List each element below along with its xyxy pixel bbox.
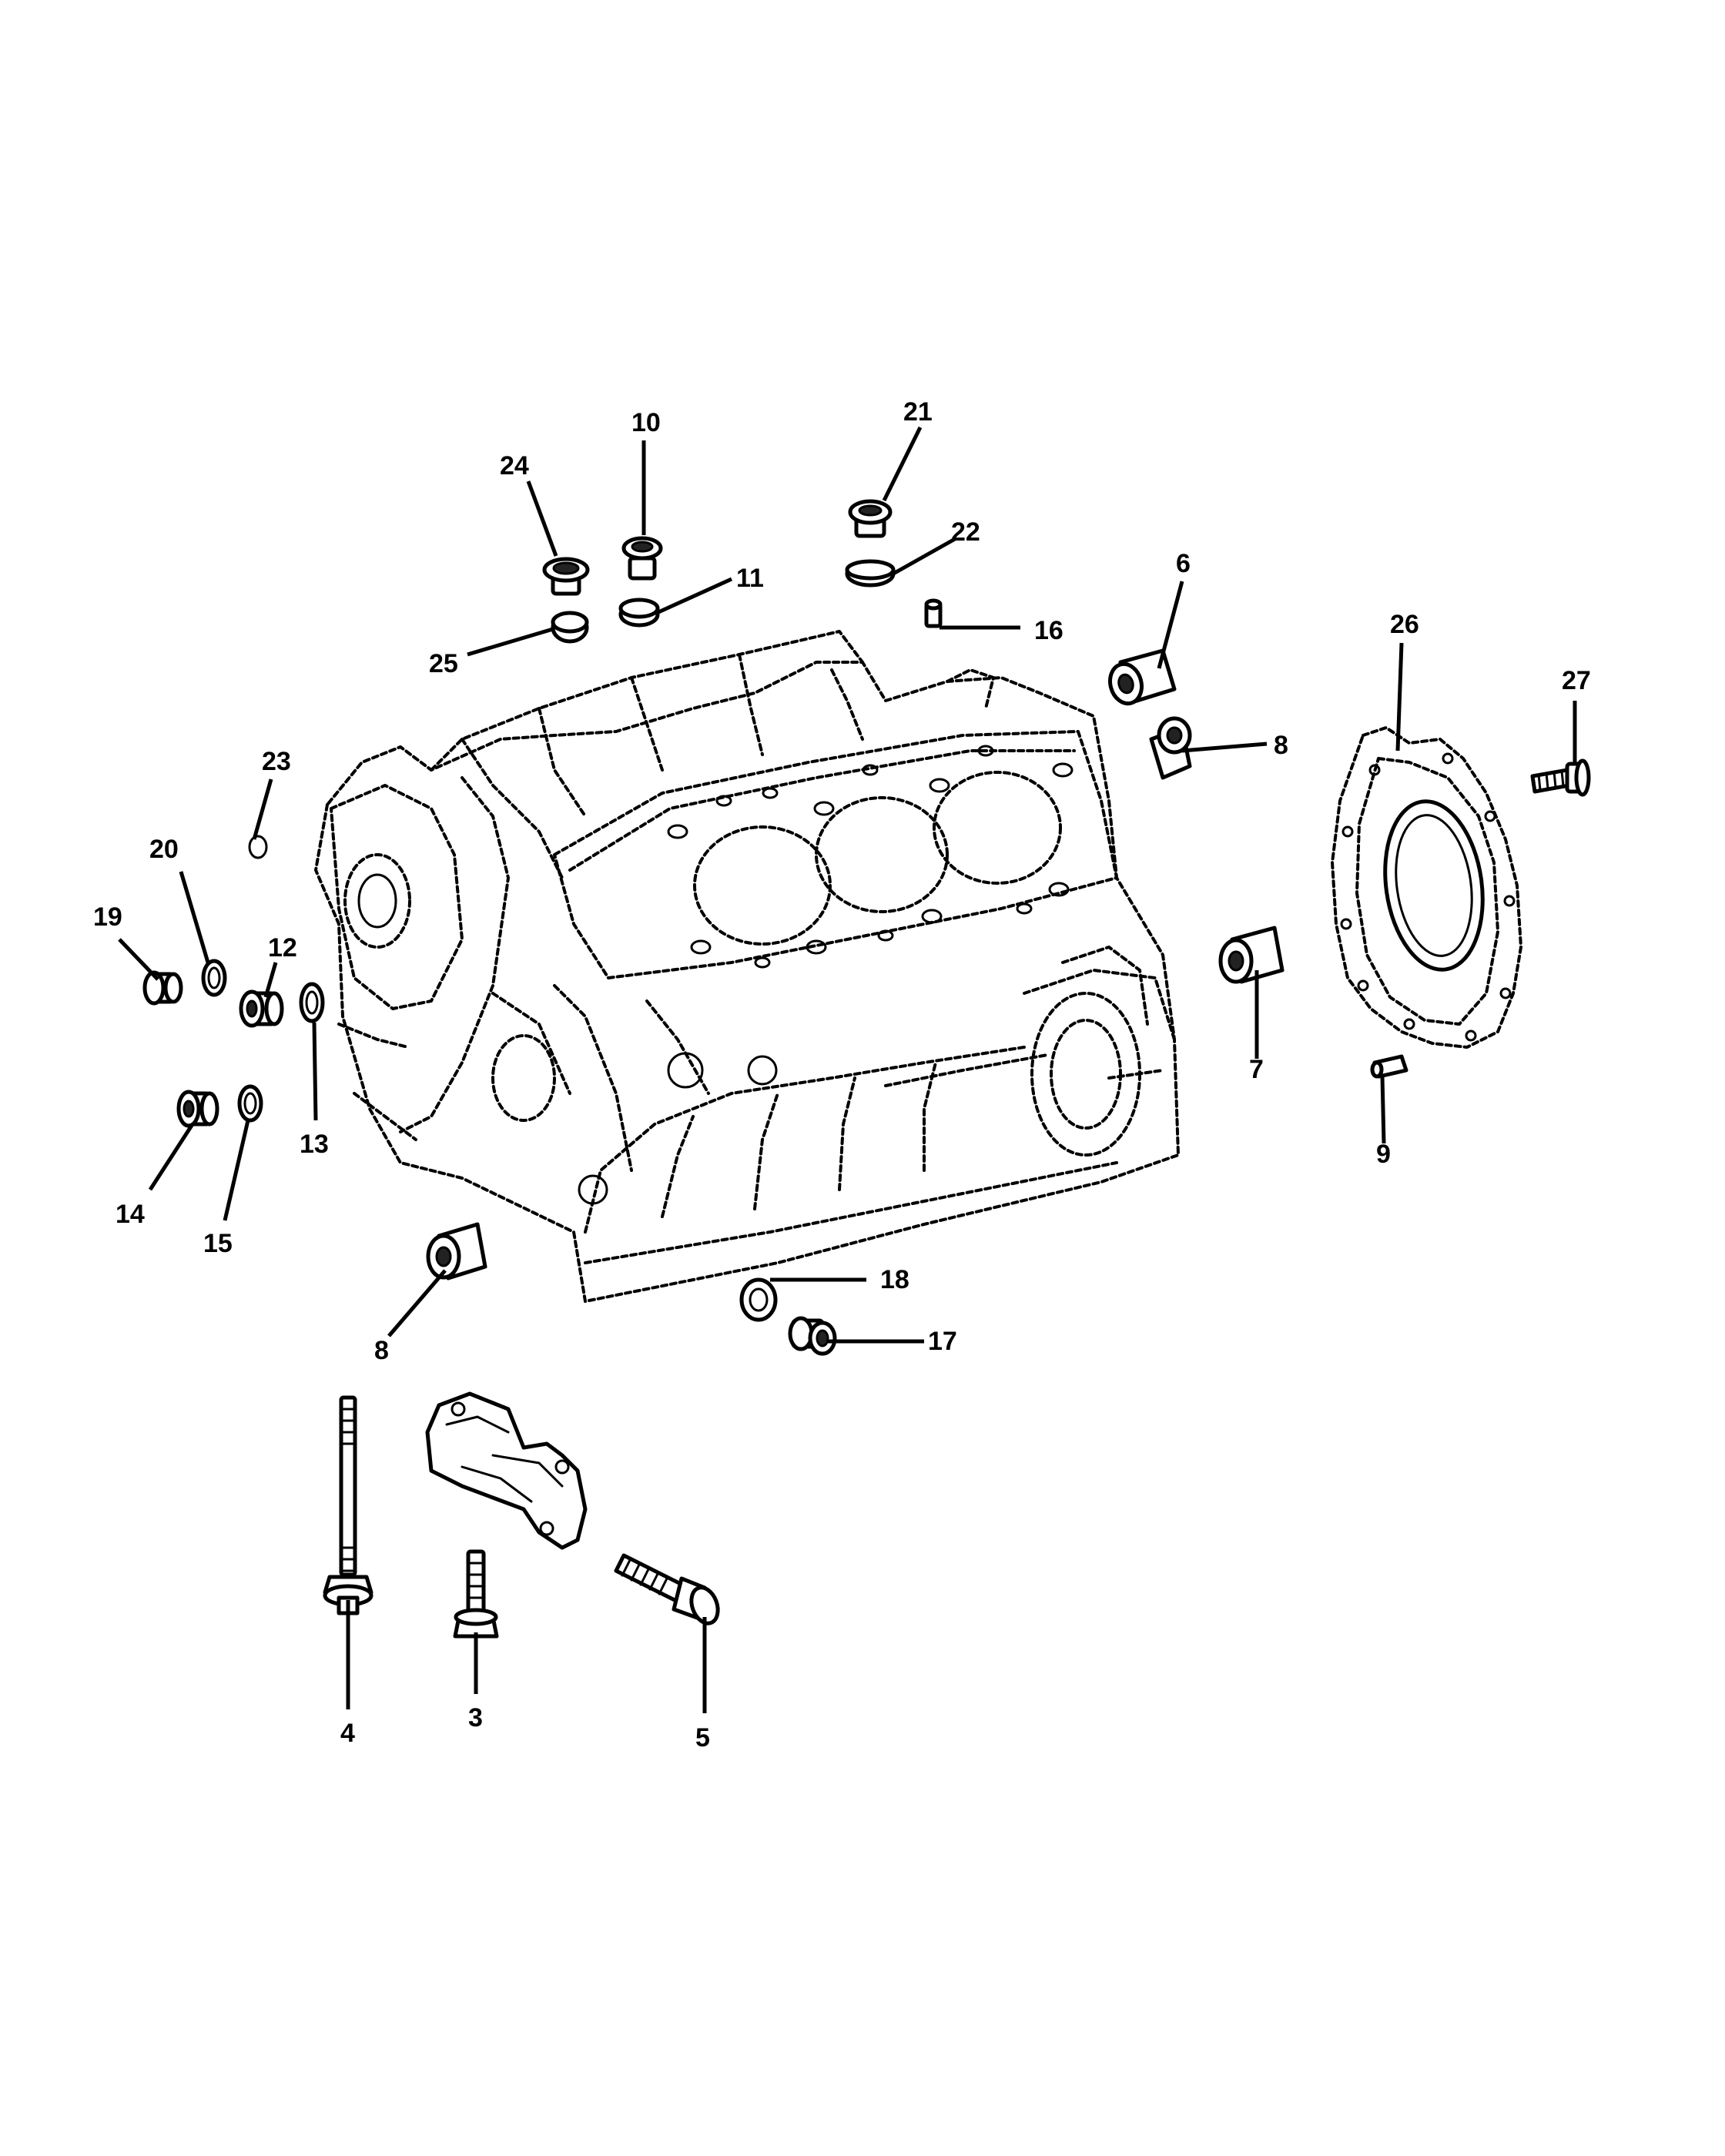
callout-14: 14 bbox=[116, 1200, 145, 1229]
callout-11: 11 bbox=[736, 564, 764, 593]
callout-8-upper: 8 bbox=[1274, 731, 1288, 760]
part-17-plug bbox=[788, 1316, 837, 1356]
callout-9: 9 bbox=[1376, 1140, 1391, 1169]
callout-18: 18 bbox=[880, 1265, 909, 1294]
callout-16: 16 bbox=[1034, 616, 1063, 645]
part-27-bolt bbox=[1530, 758, 1591, 797]
callout-23: 23 bbox=[262, 747, 291, 776]
callout-20: 20 bbox=[149, 835, 179, 864]
part-9-pin bbox=[1370, 1054, 1408, 1079]
part-11-washer bbox=[618, 598, 660, 628]
part-21-plug bbox=[848, 499, 893, 538]
part-8-sleeve-lower bbox=[426, 1222, 487, 1281]
part-24-plug bbox=[542, 557, 590, 596]
part-23-ring bbox=[248, 835, 268, 859]
callout-25: 25 bbox=[429, 649, 458, 678]
callout-19: 19 bbox=[93, 902, 122, 932]
part-22-washer bbox=[845, 559, 896, 588]
leader-lines bbox=[118, 426, 1577, 1713]
callout-labels: 24 10 21 22 11 25 16 6 8 26 27 7 9 23 20… bbox=[93, 397, 1591, 1753]
callout-21: 21 bbox=[903, 397, 933, 427]
part-13-washer bbox=[299, 982, 325, 1023]
part-12-plug bbox=[239, 989, 284, 1028]
part-10-plug bbox=[621, 536, 663, 581]
callout-3: 3 bbox=[468, 1703, 483, 1732]
gasket-holes bbox=[667, 745, 1074, 969]
part-16-pin bbox=[924, 598, 943, 628]
callout-8-lower: 8 bbox=[374, 1336, 389, 1365]
part-25-washer bbox=[551, 611, 589, 644]
callout-15: 15 bbox=[203, 1229, 233, 1258]
callout-26: 26 bbox=[1390, 610, 1419, 639]
bearing-bridge-bracket bbox=[425, 1391, 588, 1550]
part-7-sleeve bbox=[1218, 926, 1285, 984]
part-26-rear-seal-cover bbox=[1331, 726, 1522, 1049]
callout-4: 4 bbox=[340, 1719, 355, 1748]
callout-24: 24 bbox=[500, 451, 529, 480]
callout-5: 5 bbox=[695, 1723, 710, 1753]
part-6-sleeve bbox=[1108, 648, 1177, 706]
callout-6: 6 bbox=[1176, 549, 1191, 578]
part-14-plug bbox=[176, 1090, 219, 1128]
callout-13: 13 bbox=[300, 1130, 329, 1159]
part-20-washer bbox=[201, 959, 227, 997]
engine-block bbox=[314, 630, 1180, 1303]
callout-22: 22 bbox=[951, 517, 980, 547]
part-3-bolt bbox=[453, 1549, 499, 1639]
part-4-long-stud bbox=[323, 1395, 373, 1615]
callout-17: 17 bbox=[928, 1327, 957, 1356]
callout-27: 27 bbox=[1562, 666, 1591, 695]
part-15-washer bbox=[237, 1084, 263, 1123]
part-8-sleeve-upper bbox=[1149, 716, 1192, 780]
part-5-bolt bbox=[614, 1553, 720, 1625]
callout-12: 12 bbox=[268, 933, 297, 962]
callout-10: 10 bbox=[631, 408, 661, 437]
callout-7: 7 bbox=[1249, 1055, 1264, 1084]
part-19-plug bbox=[142, 970, 183, 1006]
part-18-washer bbox=[739, 1277, 778, 1322]
